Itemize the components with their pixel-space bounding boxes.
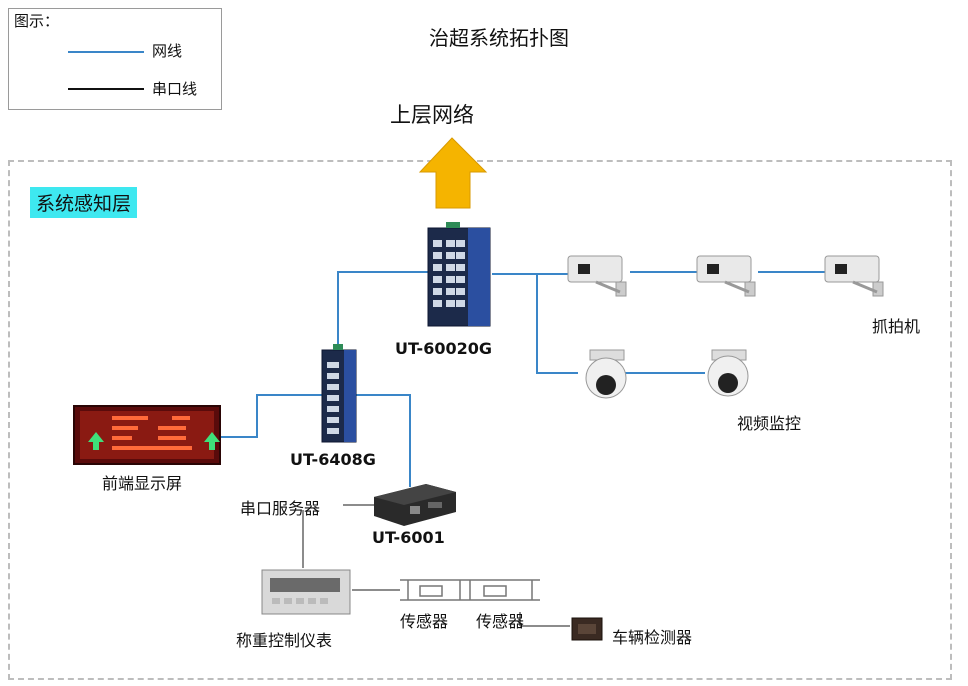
capture-camera-1 [567, 255, 627, 297]
network-lines [220, 271, 825, 487]
legend-serial-line-label: 串口线 [152, 80, 198, 98]
perception-layer-region [8, 160, 952, 680]
weigh-sensors [400, 579, 540, 601]
weighing-controller-label: 称重控制仪表 [236, 631, 333, 650]
legend-network-line-sample [68, 51, 144, 53]
switch-main-label: UT-60020G [395, 339, 492, 358]
serial-server-label: 串口服务器 [240, 499, 321, 518]
video-monitor-label: 视频监控 [737, 414, 802, 433]
perception-layer-label: 系统感知层 [30, 187, 138, 218]
switch-small-label: UT-6408G [290, 450, 376, 469]
switch-main-device [427, 222, 491, 327]
switch-small-device [321, 344, 357, 443]
sensor-1-shape [407, 580, 461, 600]
serial-server-model-label: UT-6001 [372, 528, 445, 547]
sensor-2-shape [469, 580, 533, 600]
capture-camera-3 [824, 255, 884, 297]
legend-network-line-label: 网线 [152, 42, 183, 60]
legend-box [8, 8, 222, 110]
sensor-2-label: 传感器 [476, 612, 525, 631]
line-main-switch-to-small-switch [337, 271, 428, 350]
capture-camera-label: 抓拍机 [872, 317, 921, 336]
line-small-switch-to-display [220, 394, 322, 438]
diagram-title: 治超系统拓扑图 [429, 26, 569, 50]
capture-camera-2 [696, 255, 756, 297]
serial-lines [302, 504, 570, 627]
front-display-device [73, 405, 221, 465]
upper-network-arrow [418, 137, 488, 209]
vehicle-detector-device [571, 617, 603, 641]
legend-serial-line-sample [68, 88, 144, 90]
upper-network-label: 上层网络 [390, 103, 474, 127]
legend-title: 图示： [14, 12, 60, 30]
line-main-switch-to-dome-1 [536, 274, 578, 374]
weighing-controller-device [261, 569, 351, 615]
line-small-switch-to-serial-server [355, 394, 411, 487]
front-display-label: 前端显示屏 [102, 474, 183, 493]
dome-camera-1 [585, 349, 627, 399]
serial-server-device [374, 484, 456, 526]
dome-camera-2 [707, 349, 749, 397]
vehicle-detector-label: 车辆检测器 [612, 628, 693, 647]
sensor-1-label: 传感器 [400, 612, 449, 631]
